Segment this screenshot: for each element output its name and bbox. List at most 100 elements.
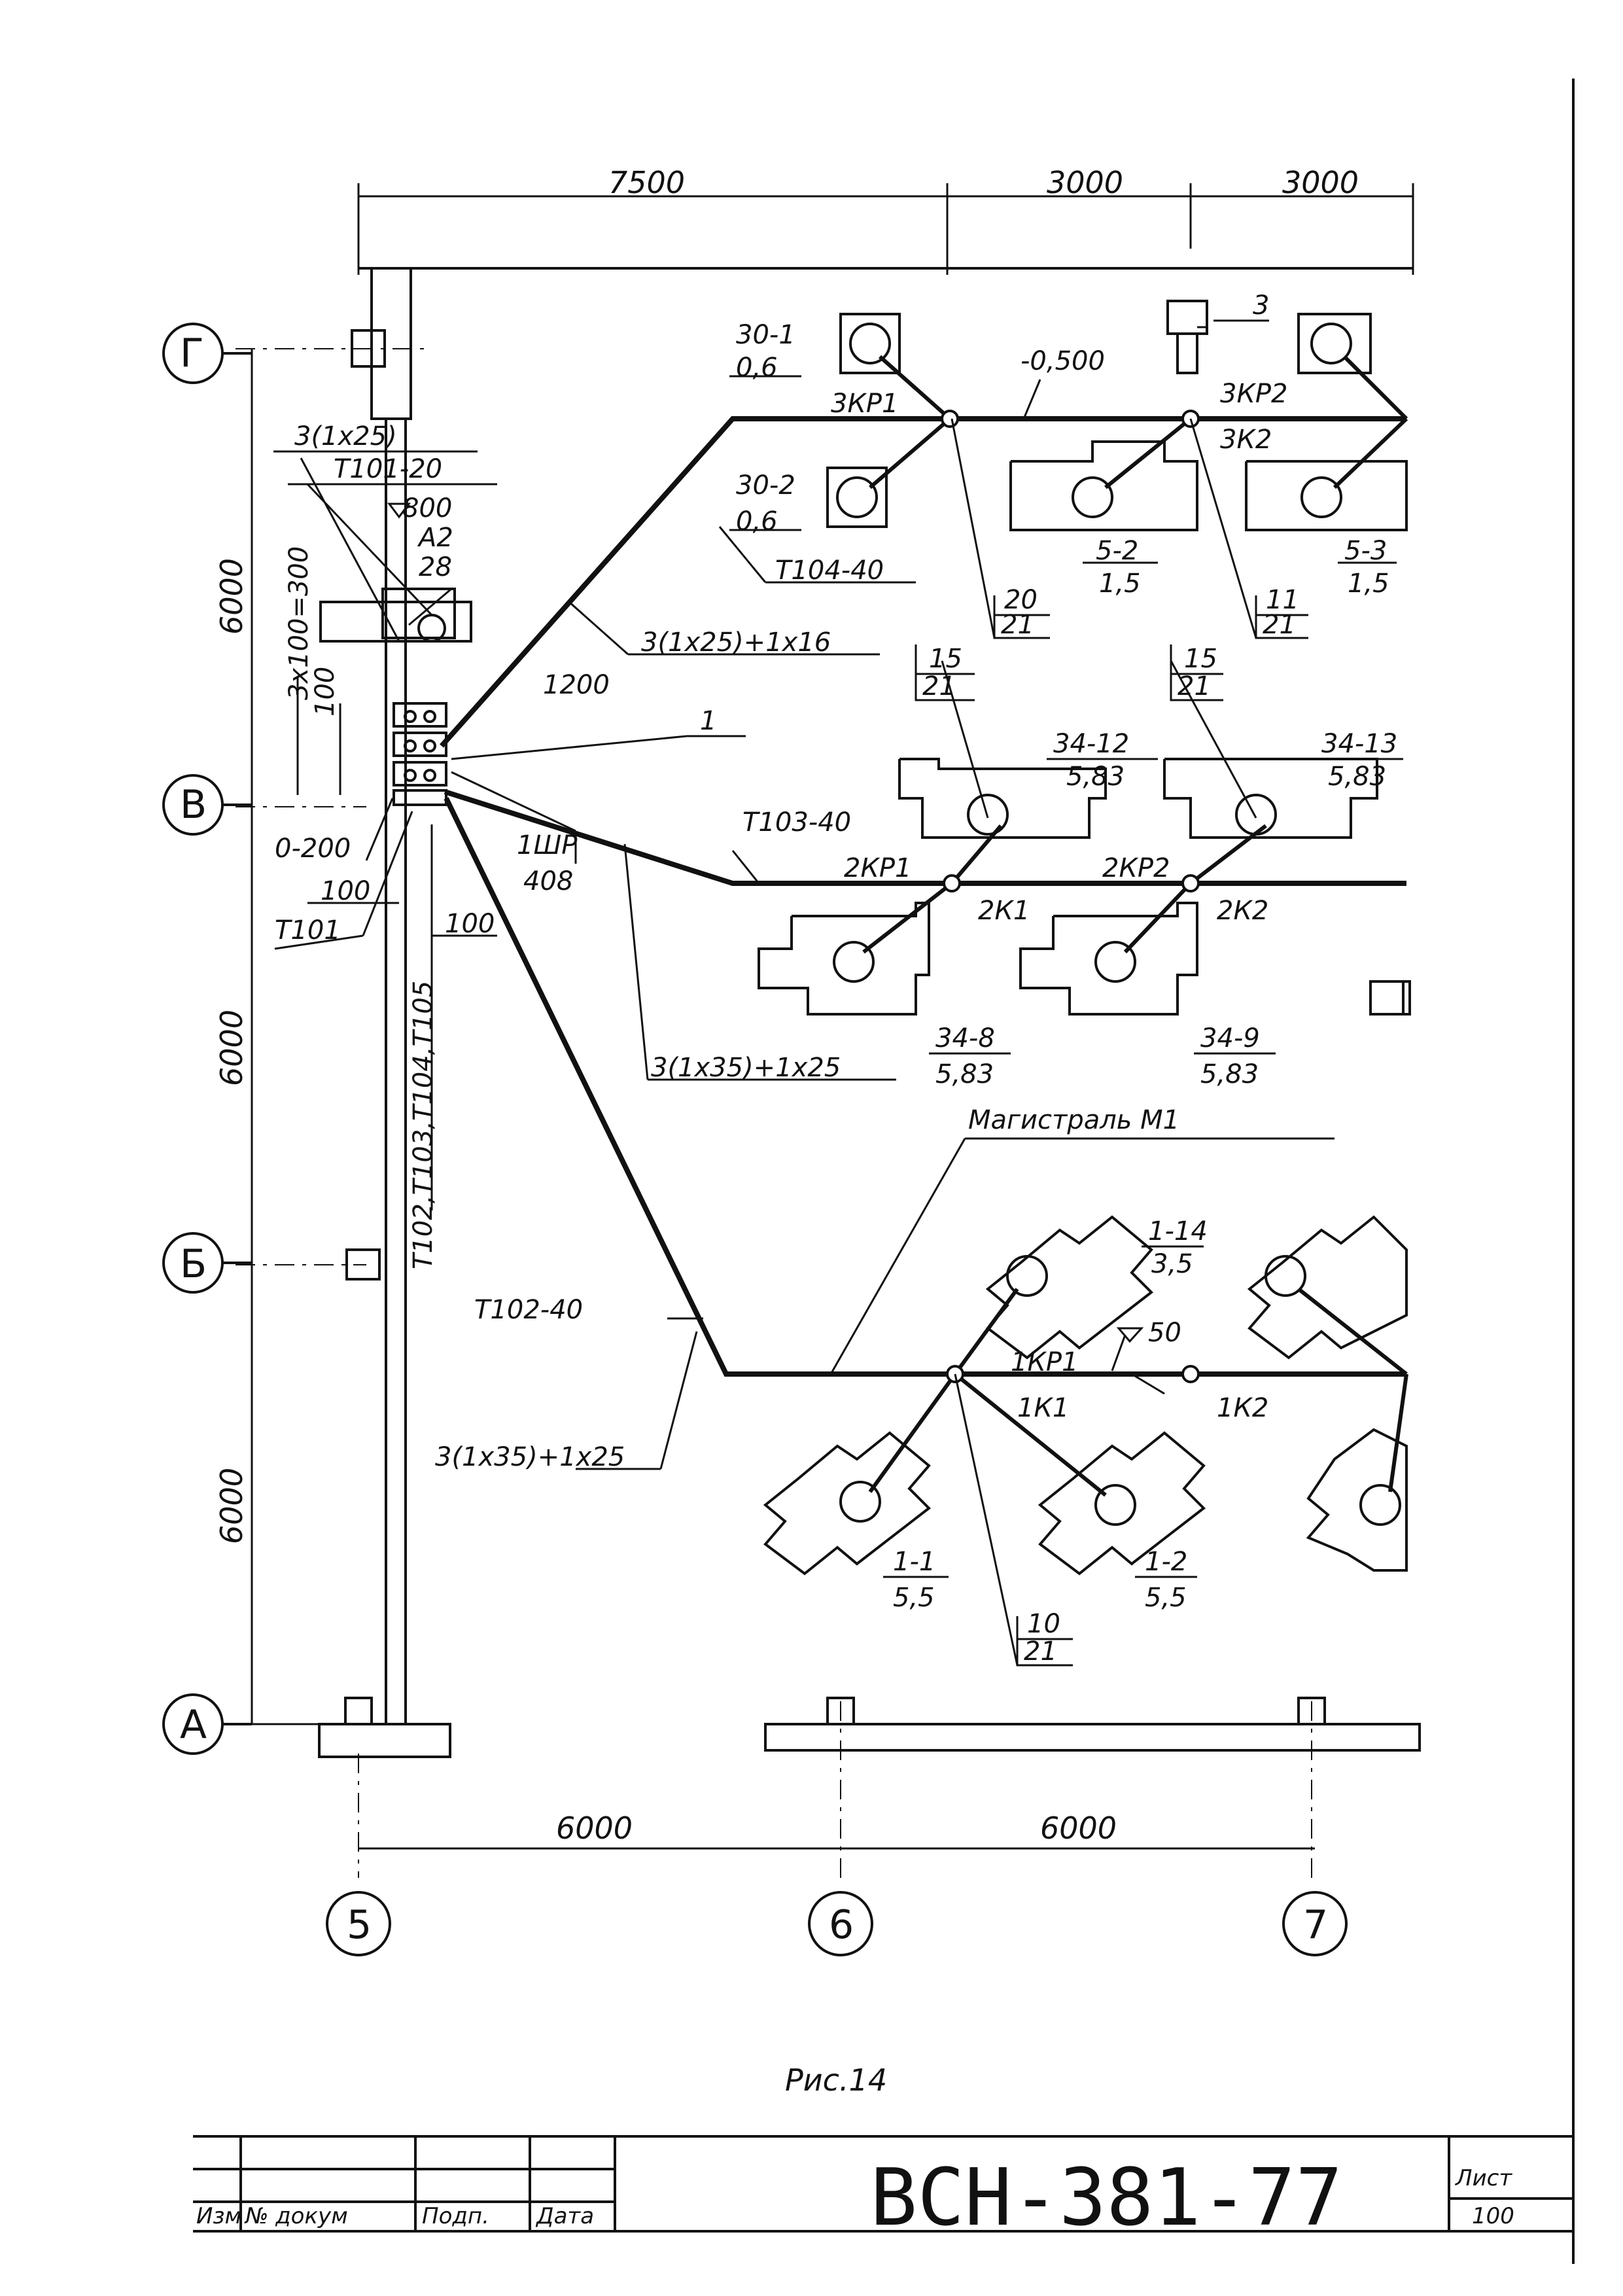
- label-t103-40: T103-40: [742, 807, 851, 838]
- node-2k2: 2К2: [1217, 896, 1268, 926]
- label-408: 408: [523, 866, 573, 896]
- node-2k1: 2К1: [978, 896, 1030, 926]
- node-3k2: 3К2: [1220, 425, 1272, 455]
- dim-top-1: 7500: [608, 165, 685, 200]
- leader-lines: [273, 319, 1335, 1666]
- dim-left-1: 6000: [214, 558, 249, 635]
- label-cable-1x35-a: 3(1x35)+1x25: [651, 1053, 841, 1083]
- equip-5-3-den: 1,5: [1348, 569, 1389, 599]
- col-doc: № докум: [244, 2203, 348, 2229]
- title-block: ВСН-381-77 Лист 100 Изм № докум Подп. Да…: [196, 2153, 1514, 2244]
- junction-nodes: [941, 410, 1200, 1383]
- axis-row-a: А: [180, 1702, 207, 1748]
- box-4-top: 15: [1184, 644, 1217, 674]
- equip-1-1-den: 5,5: [893, 1583, 935, 1613]
- title-block-frame: [193, 2135, 1573, 2233]
- box-labels: 20 21 11 21 15 21 15 21 10 21: [922, 585, 1299, 1667]
- dim-bottom-1: 6000: [556, 1810, 633, 1846]
- label-a2: A2: [417, 523, 453, 553]
- equip-5-2-den: 1,5: [1099, 569, 1141, 599]
- axis-row-v: В: [180, 782, 207, 828]
- label-800: 800: [402, 493, 452, 523]
- label-t104-40: T104-40: [775, 556, 884, 586]
- equipment-labels: 30-1 0,6 30-2 0,6 5-2 1,5 5-3 1,5 34-12 …: [736, 320, 1397, 1613]
- route-t102: [444, 797, 1406, 1377]
- label-level-50: 50: [1148, 1318, 1181, 1348]
- dim-top-2: 3000: [1047, 165, 1123, 200]
- sheet-label: Лист: [1454, 2165, 1512, 2191]
- axis-row-g: Г: [180, 330, 204, 376]
- building-structure: [318, 267, 1421, 1758]
- box-5-top: 10: [1027, 1609, 1060, 1639]
- equipment-units: [758, 313, 1411, 1576]
- equip-34-12-den: 5,83: [1066, 762, 1125, 792]
- figure-caption: Рис.14: [785, 2062, 887, 2098]
- branch-lines: [862, 355, 1408, 1497]
- axis-col-6: 6: [829, 1902, 854, 1948]
- box-4-bottom: 21: [1178, 671, 1211, 701]
- col-date: Дата: [535, 2203, 594, 2229]
- equip-30-2-num: 30-2: [736, 470, 795, 501]
- equip-34-13-den: 5,83: [1328, 762, 1386, 792]
- dim-left-2: 6000: [214, 1010, 249, 1086]
- dim-100b: 100: [321, 876, 370, 906]
- label-3: 3: [1253, 291, 1269, 321]
- box-1-bottom: 21: [1001, 610, 1034, 640]
- dim-bottom-2: 6000: [1040, 1810, 1117, 1846]
- node-2kp1: 2КР1: [844, 853, 911, 883]
- label-28: 28: [419, 552, 452, 582]
- node-1k2: 1К2: [1217, 1393, 1268, 1423]
- axis-bubbles: [162, 323, 1348, 1956]
- dim-100: 100: [310, 667, 340, 716]
- box-1-top: 20: [1004, 585, 1038, 615]
- box-3-bottom: 21: [922, 671, 956, 701]
- box-5-bottom: 21: [1024, 1636, 1057, 1667]
- label-cable-1x25-1x16: 3(1x25)+1x16: [641, 627, 831, 658]
- label-cable-1x25: 3(1x25): [294, 421, 397, 451]
- dimension-texts: 7500 3000 3000 6000 6000 6000 6000 6000 …: [214, 165, 1359, 1846]
- box-3-top: 15: [929, 644, 962, 674]
- node-3kp1: 3КР1: [831, 389, 898, 419]
- label-boxes: [729, 375, 1403, 1667]
- level-marker-icon: [387, 503, 411, 519]
- equip-34-9-den: 5,83: [1200, 1059, 1259, 1089]
- label-t102-40: T102-40: [474, 1295, 583, 1325]
- dim-top-3: 3000: [1282, 165, 1359, 200]
- equip-30-1-num: 30-1: [736, 320, 795, 350]
- label-magistral-m1: Магистраль М1: [968, 1105, 1179, 1135]
- box-2-top: 11: [1266, 585, 1299, 615]
- axis-col-7: 7: [1303, 1902, 1328, 1948]
- label-t101-20: T101-20: [334, 454, 442, 484]
- dim-1200: 1200: [543, 670, 610, 700]
- equip-1-14-den: 3,5: [1151, 1249, 1193, 1279]
- dim-0200: 0-200: [275, 834, 351, 864]
- label-cable-1x35-b: 3(1x35)+1x25: [435, 1442, 625, 1472]
- axis-row-b: Б: [180, 1241, 207, 1287]
- label-1: 1: [700, 706, 716, 736]
- col-sign: Подп.: [422, 2203, 489, 2229]
- axis-labels: Г В Б А 5 6 7: [180, 330, 1328, 1948]
- equip-1-2-num: 1-2: [1145, 1547, 1187, 1577]
- level-marker-icon-2: [1116, 1327, 1144, 1343]
- equip-1-1-num: 1-1: [893, 1547, 935, 1577]
- label-t101: T101: [275, 915, 341, 945]
- equip-34-9-num: 34-9: [1200, 1023, 1260, 1053]
- distribution-panel: [381, 588, 456, 806]
- equip-34-8-den: 5,83: [935, 1059, 994, 1089]
- equip-1-14-num: 1-14: [1148, 1216, 1208, 1246]
- equip-5-2-num: 5-2: [1096, 536, 1138, 566]
- equip-1-2-den: 5,5: [1145, 1583, 1187, 1613]
- col-izm: Изм: [196, 2203, 241, 2229]
- annotations: 3(1x25) T101-20 800 A2 28 T101 T102,T103…: [275, 291, 1269, 1472]
- axis-col-5: 5: [347, 1902, 372, 1948]
- equip-30-2-den: 0,6: [736, 506, 778, 537]
- node-labels: 3КР1 3КР2 3К2 2КР1 2К1 2КР2 2К2 1КР1 1К1…: [831, 379, 1287, 1423]
- equip-34-8-num: 34-8: [935, 1023, 995, 1053]
- document-code: ВСН-381-77: [870, 2153, 1342, 2244]
- node-1kp1: 1КР1: [1011, 1347, 1078, 1377]
- sheet-number: 100: [1472, 2203, 1514, 2229]
- dim-spacing: 3x100=300: [284, 546, 314, 700]
- label-level-0500: -0,500: [1021, 346, 1105, 376]
- label-t102-105: T102,T103,T104,T105: [408, 981, 438, 1269]
